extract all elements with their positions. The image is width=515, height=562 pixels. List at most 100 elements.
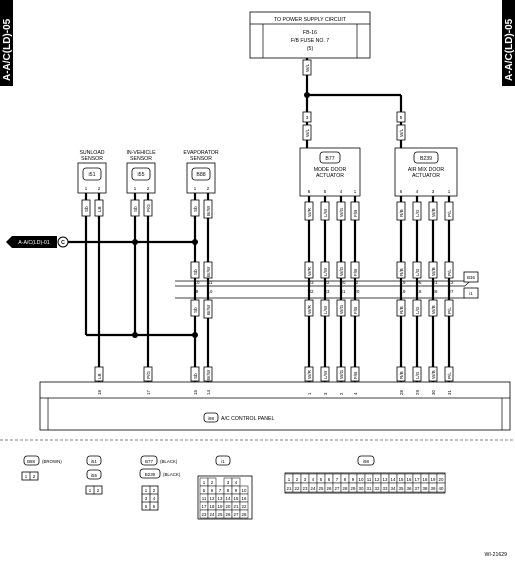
legend-i98-pin: 20 [439, 477, 444, 482]
left-section-tab-label: A-A/C(LD)-05 [2, 18, 13, 81]
legend-i1-pin: 14 [226, 496, 231, 501]
legend-i5x-pin-2: 2 [97, 488, 100, 493]
legend-i1-pin: 21 [234, 504, 239, 509]
connector-bus: B36 i1 Sb Br/W 10 11 9 10 Sb Br/W W/R L/… [175, 261, 479, 319]
mode-wire-2: L/W [323, 208, 328, 217]
sunload-panel-wire: LB [97, 373, 102, 379]
legend-i98-pin: 3 [304, 477, 307, 482]
evap-bus-wire-lower-a: Sb [193, 307, 198, 313]
legend-i1-pin: 27 [234, 512, 239, 517]
legend-i98-pin-cell [436, 482, 446, 493]
air-mix-door-title: AIR MIX DOOR [408, 167, 445, 173]
reference-marker: C [61, 240, 65, 246]
legend-b77-code: B77 [145, 459, 153, 464]
air-bus-pin-lower-4: 27 [449, 289, 454, 294]
legend-i98-pin: 4 [312, 477, 315, 482]
mode-door-subtitle: ACTUATOR [316, 173, 344, 179]
legend-i98-pin: 8 [344, 477, 347, 482]
mode-bus-pin-lower-3: 21 [341, 289, 346, 294]
evap-bus-pin-lower-b: 10 [208, 289, 213, 294]
in-vehicle-sensor-title: IN-VEHICLE [126, 150, 156, 156]
air-bus-wire-upper-2: L/G [415, 268, 420, 276]
mode-bus-pin-lower-1: 22 [309, 289, 314, 294]
legend-i1-pin: 13 [218, 496, 223, 501]
mode-bus-wire-lower-2: L/W [323, 305, 328, 314]
panel-title: A/C CONTROL PANEL [221, 416, 274, 422]
legend-b239-code: B239 [145, 472, 156, 477]
legend-b77-b239: B77 (BLACK) B239 (BLACK) 1 2 3 4 5 6 [139, 455, 181, 511]
legend-i98-pin: 31 [367, 486, 372, 491]
air-feed-pin: 5 [400, 115, 403, 120]
mode-door-pin-2: 5 [324, 189, 327, 194]
air-wire-1: R/B [399, 209, 404, 217]
in-vehicle-panel-pin: 17 [146, 390, 151, 395]
legend-i98-pin: 26 [327, 486, 332, 491]
evaporator-wire-a: Sb [193, 206, 198, 212]
fuse-number: (5) [307, 46, 314, 52]
legend-i98-pin: 15 [399, 477, 404, 482]
air-mix-pin-1: 6 [400, 189, 403, 194]
legend-b88-color: (BROWN) [42, 459, 62, 464]
right-section-tab: A-A/C(LD)-05 [502, 0, 515, 86]
air-bus-pin-upper-3: 21 [433, 280, 438, 285]
panel-air-pin-1: 28 [399, 390, 404, 395]
evaporator-sensor-title: EVAPORATOR [183, 150, 218, 156]
mode-door-actuator: B77 MODE DOOR ACTUATOR 6 5 4 1 [299, 147, 361, 197]
legend-i98-pin: 18 [423, 477, 428, 482]
air-mix-pin-2: 4 [416, 189, 419, 194]
panel-evap-wire-a: Sb [193, 373, 198, 379]
air-wire-2: L/G [415, 209, 420, 217]
legend-i98-pin: 9 [352, 477, 355, 482]
power-trunk: W/L 3 W/L 5 W/L [302, 58, 406, 148]
evap-bus-pin-upper-b: 11 [208, 280, 213, 285]
legend-i98-pin: 24 [311, 486, 316, 491]
legend-i1-pin: 28 [242, 512, 247, 517]
panel-mode-pin-3: 2 [339, 392, 344, 395]
legend-i1-pin-cell [239, 509, 249, 519]
mode-door-title: MODE DOOR [314, 167, 347, 173]
panel-mode-pin-2: 3 [323, 392, 328, 395]
legend-i1-pin: 2 [211, 480, 214, 485]
mode-bus-pin-upper-1: 23 [309, 280, 314, 285]
sunload-wire-a: Sb [84, 206, 89, 212]
mode-bus-pin-lower-2: 23 [325, 289, 330, 294]
legend-i98-pin: 30 [359, 486, 364, 491]
legend-i1-pin: 12 [210, 496, 215, 501]
panel-air-wire-3: W/B [431, 370, 436, 379]
reference-label: A-A/C(LD)-01 [18, 240, 50, 246]
legend-b-pin-5: 5 [145, 504, 148, 509]
power-supply-box: TO POWER SUPPLY CIRCUIT FB-16 F/B FUSE N… [249, 11, 371, 59]
legend-i1-pin: 18 [210, 504, 215, 509]
evap-bus-wire-upper-b: Br/W [206, 266, 211, 277]
legend-i98-pin: 23 [303, 486, 308, 491]
legend-i98-pin: 2 [296, 477, 299, 482]
air-wire-3: W/B [431, 208, 436, 217]
sunload-sensor-subtitle: SENSOR [81, 156, 103, 162]
power-supply-header: TO POWER SUPPLY CIRCUIT [274, 17, 347, 23]
in-vehicle-sensor-code: i55 [138, 172, 145, 178]
legend-i98-pin: 12 [375, 477, 380, 482]
panel-evap-pin-b: 14 [206, 390, 211, 395]
air-bus-wire-lower-2: L/G [415, 306, 420, 314]
legend-i1-code: i1 [221, 459, 225, 464]
actuator-wires: W/R L/W W/G F/B R/B L/G W/B P/L [304, 196, 454, 382]
legend-i98-pin: 25 [319, 486, 324, 491]
in-vehicle-sensor: IN-VEHICLE SENSOR i55 1 2 [126, 150, 156, 194]
evap-bus-wire-upper-a: Sb [193, 269, 198, 275]
legend-b-pin-3: 3 [145, 496, 148, 501]
reference-link: A-A/C(LD)-01 C [6, 236, 193, 248]
air-bus-pin-upper-4: 12 [449, 280, 454, 285]
legend-i1-pin: 19 [218, 504, 223, 509]
mode-door-pin-4: 1 [354, 189, 357, 194]
evaporator-wire-b: Br/W [206, 205, 211, 216]
legend-i98-pin: 36 [407, 486, 412, 491]
legend-i98-pin: 16 [407, 477, 412, 482]
mode-bus-pin-upper-4: 2 [356, 280, 359, 285]
panel-air-wire-1: R/B [399, 371, 404, 379]
legend-b88-code: B88 [27, 459, 35, 464]
legend-i98-pin: 22 [295, 486, 300, 491]
legend-i51-code: i51 [91, 459, 97, 464]
mode-feed-pin: 3 [306, 115, 309, 120]
